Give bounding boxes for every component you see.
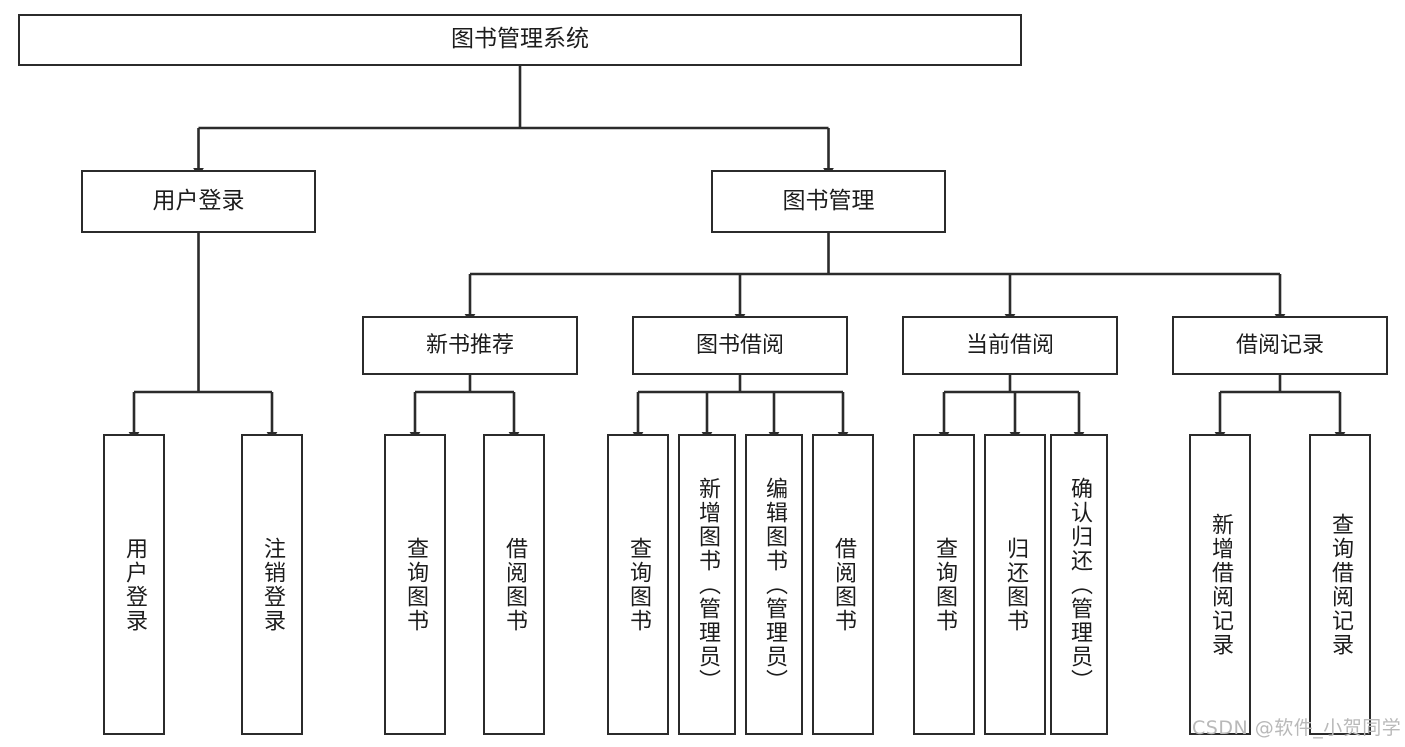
node-leaf-return-book-label: 归还图书	[1003, 536, 1028, 633]
node-leaf-borrow-book-2[interactable]: 借阅图书	[812, 434, 874, 735]
node-leaf-query-book-2[interactable]: 查询图书	[607, 434, 669, 735]
node-current-borrow[interactable]: 当前借阅	[902, 316, 1118, 375]
node-leaf-query-book-3-label: 查询图书	[932, 536, 957, 633]
node-root[interactable]: 图书管理系统	[18, 14, 1022, 66]
node-leaf-add-record-label: 新增借阅记录	[1208, 512, 1233, 657]
node-leaf-user-logout[interactable]: 注销登录	[241, 434, 303, 735]
node-new-book-rec[interactable]: 新书推荐	[362, 316, 578, 375]
node-leaf-add-record[interactable]: 新增借阅记录	[1189, 434, 1251, 735]
node-book-borrow[interactable]: 图书借阅	[632, 316, 848, 375]
node-leaf-query-book-1-label: 查询图书	[403, 536, 428, 633]
node-leaf-borrow-book-1[interactable]: 借阅图书	[483, 434, 545, 735]
node-leaf-add-book[interactable]: 新增图书（管理员）	[678, 434, 736, 735]
node-leaf-confirm-return[interactable]: 确认归还（管理员）	[1050, 434, 1108, 735]
node-leaf-query-book-2-label: 查询图书	[626, 536, 651, 633]
node-book-manage[interactable]: 图书管理	[711, 170, 946, 233]
node-root-label: 图书管理系统	[451, 26, 589, 53]
node-user-login-label: 用户登录	[152, 187, 245, 214]
node-new-book-rec-label: 新书推荐	[425, 332, 514, 358]
node-user-login[interactable]: 用户登录	[81, 170, 316, 233]
node-leaf-query-book-1[interactable]: 查询图书	[384, 434, 446, 735]
node-leaf-query-record[interactable]: 查询借阅记录	[1309, 434, 1371, 735]
node-leaf-query-record-label: 查询借阅记录	[1328, 512, 1353, 657]
node-leaf-borrow-book-2-label: 借阅图书	[831, 536, 856, 633]
node-borrow-record[interactable]: 借阅记录	[1172, 316, 1388, 375]
node-leaf-user-logout-label: 注销登录	[260, 536, 285, 633]
csdn-watermark: CSDN @软件_小贺同学	[1192, 717, 1402, 739]
node-leaf-user-login-label: 用户登录	[122, 536, 147, 633]
node-leaf-query-book-3[interactable]: 查询图书	[913, 434, 975, 735]
node-current-borrow-label: 当前借阅	[965, 332, 1054, 358]
node-leaf-edit-book-label: 编辑图书（管理员）	[762, 476, 787, 693]
node-leaf-return-book[interactable]: 归还图书	[984, 434, 1046, 735]
node-leaf-edit-book[interactable]: 编辑图书（管理员）	[745, 434, 803, 735]
node-leaf-borrow-book-1-label: 借阅图书	[502, 536, 527, 633]
node-leaf-user-login[interactable]: 用户登录	[103, 434, 165, 735]
node-book-manage-label: 图书管理	[782, 187, 875, 214]
node-leaf-confirm-return-label: 确认归还（管理员）	[1067, 476, 1092, 693]
node-leaf-add-book-label: 新增图书（管理员）	[695, 476, 720, 693]
node-borrow-record-label: 借阅记录	[1235, 332, 1324, 358]
node-book-borrow-label: 图书借阅	[695, 332, 784, 358]
